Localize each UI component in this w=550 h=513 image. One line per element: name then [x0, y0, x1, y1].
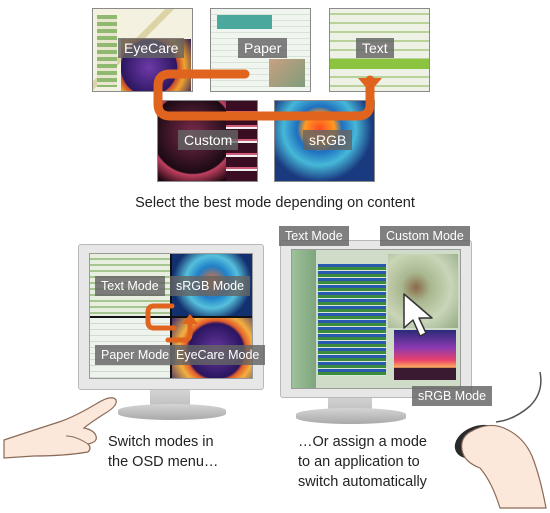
- sunset-window: [394, 330, 456, 380]
- right-custom-mode-label: Custom Mode: [380, 226, 470, 246]
- text-label: Text: [356, 38, 394, 58]
- left-description: Switch modes in the OSD menu…: [108, 432, 218, 472]
- eyecare-label: EyeCare: [118, 38, 185, 58]
- spreadsheet-window: [318, 264, 386, 376]
- caption: Select the best mode depending on conten…: [135, 195, 415, 211]
- left-paper-mode-label: Paper Mode: [95, 345, 176, 365]
- left-text-mode-label: Text Mode: [95, 276, 165, 296]
- right-description-line2: to an application to: [298, 454, 420, 470]
- paper-label: Paper: [238, 38, 288, 58]
- left-monitor-base: [118, 404, 226, 420]
- quadrant-divider: [90, 316, 252, 318]
- right-description-line1: …Or assign a mode: [298, 434, 427, 450]
- cycle-arrow-icon: [145, 303, 198, 343]
- spreadsheet-sidebar: [292, 250, 316, 388]
- right-text-mode-label: Text Mode: [279, 226, 349, 246]
- hand-pointing-icon: [3, 397, 117, 459]
- left-description-line1: Switch modes in: [108, 434, 214, 450]
- custom-label: Custom: [178, 130, 239, 150]
- left-srgb-mode-label: sRGB Mode: [170, 276, 251, 296]
- hand-mouse-icon: [454, 371, 547, 509]
- srgb-label: sRGB: [303, 130, 353, 150]
- left-eyecare-mode-label: EyeCare Mode: [170, 345, 266, 365]
- mouse-cursor-icon: [403, 293, 433, 337]
- right-description: …Or assign a mode to an application to s…: [298, 432, 427, 492]
- right-monitor-base: [296, 408, 406, 424]
- left-description-line2: the OSD menu…: [108, 454, 219, 470]
- right-description-line3: switch automatically: [298, 474, 427, 490]
- cycle-arrow-icon: [153, 69, 382, 121]
- right-srgb-mode-label: sRGB Mode: [412, 386, 493, 406]
